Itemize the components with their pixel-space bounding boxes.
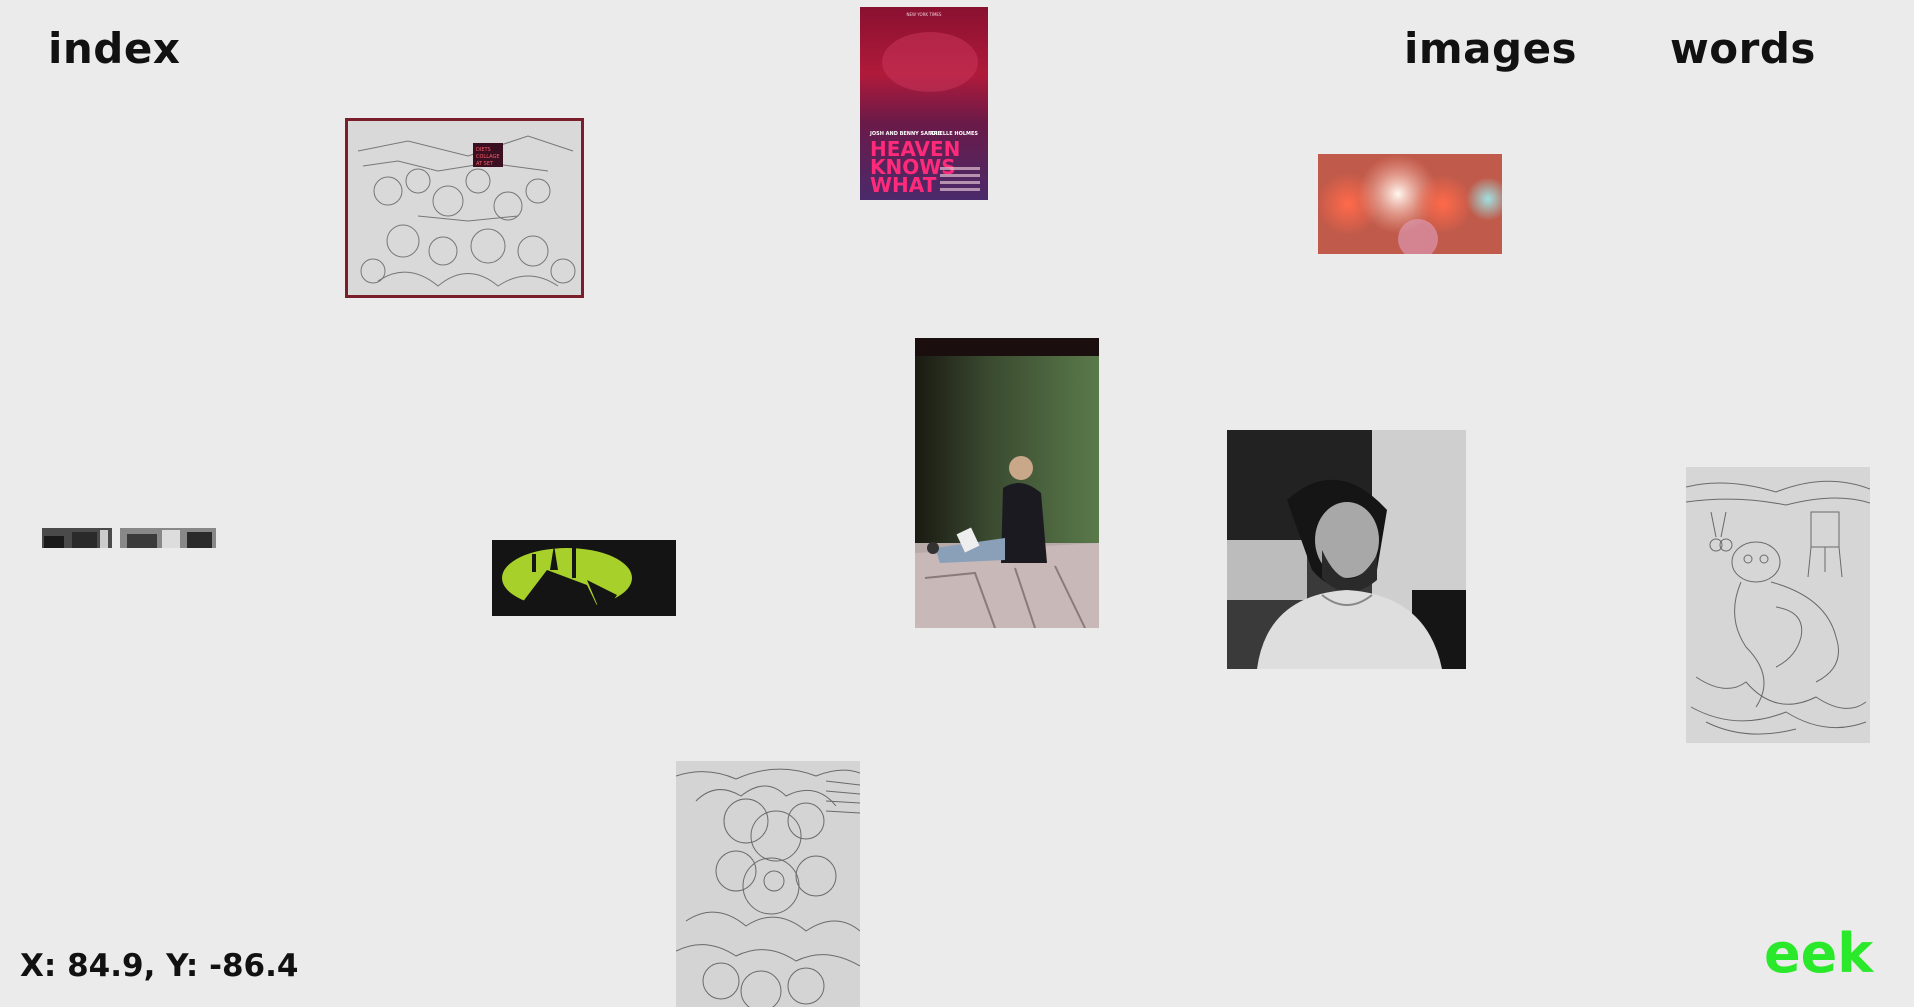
poster-credit-left: JOSH AND BENNY SAFDIE <box>869 131 941 137</box>
poster-title-line-1: HEAVEN <box>870 137 960 161</box>
nav-words-link[interactable]: words <box>1670 24 1816 73</box>
poster-top-credit: NEW YORK TIMES <box>907 12 942 17</box>
bearded-man-portrait-thumbnail[interactable] <box>1227 430 1466 669</box>
green-silhouette-still-thumbnail[interactable] <box>492 540 676 616</box>
nav-images-link[interactable]: images <box>1404 24 1578 73</box>
nav-index-link[interactable]: index <box>48 24 181 73</box>
poster-title-line-3: WHAT <box>870 173 937 197</box>
poster-credit-right: ARIELLE HOLMES <box>930 131 979 137</box>
cloud-pencil-drawing-thumbnail[interactable] <box>676 761 860 1007</box>
person-sitting-photo-thumbnail[interactable] <box>915 338 1099 628</box>
film-strip-stills-thumbnail[interactable] <box>32 528 216 548</box>
sketch-sign-line-1: DIETS <box>476 147 491 153</box>
sketch-sign-line-3: AT SET <box>476 161 494 167</box>
sketch-sign-line-2: COLLAGE <box>476 154 499 160</box>
bokeh-lights-thumbnail[interactable] <box>1318 154 1502 254</box>
creature-pencil-drawing-thumbnail[interactable] <box>1686 467 1870 743</box>
cursor-coordinates-readout: X: 84.9, Y: -86.4 <box>20 948 299 984</box>
crowd-sketch-thumbnail[interactable]: DIETS COLLAGE AT SET <box>345 118 584 298</box>
eek-logo[interactable]: eek <box>1764 922 1874 985</box>
poster-heaven-knows-what-thumbnail[interactable]: NEW YORK TIMES JOSH AND BENNY SAFDIE ARI… <box>860 7 988 200</box>
